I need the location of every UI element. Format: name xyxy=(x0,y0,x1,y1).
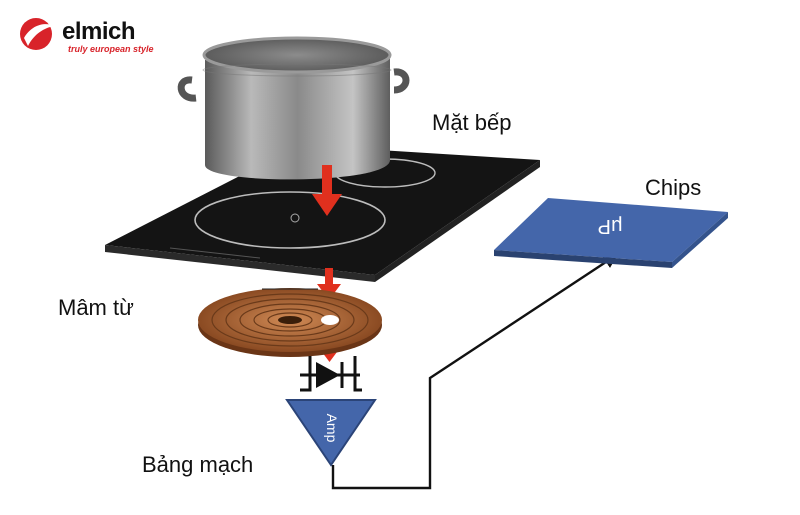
label-chips: Chips xyxy=(645,175,702,200)
brand-logo: elmich truly european style xyxy=(18,10,168,60)
chip-text: μP xyxy=(598,215,623,237)
label-coil: Mâm từ xyxy=(58,295,134,320)
signal-wire xyxy=(331,254,619,490)
amplifier: Amp xyxy=(285,399,377,467)
chip-module: μP xyxy=(494,198,728,268)
label-circuit: Bảng mạch xyxy=(142,452,254,477)
pot-illustration xyxy=(177,36,410,180)
burner-ring-front xyxy=(194,191,386,249)
amp-text: Amp xyxy=(324,414,340,443)
elmich-swoosh-icon xyxy=(20,18,54,50)
brand-tagline: truly european style xyxy=(68,44,154,54)
brand-name: elmich xyxy=(62,18,136,45)
diode-circuit xyxy=(300,356,362,392)
induction-coil xyxy=(198,288,382,357)
label-cooktop: Mặt bếp xyxy=(432,110,512,135)
